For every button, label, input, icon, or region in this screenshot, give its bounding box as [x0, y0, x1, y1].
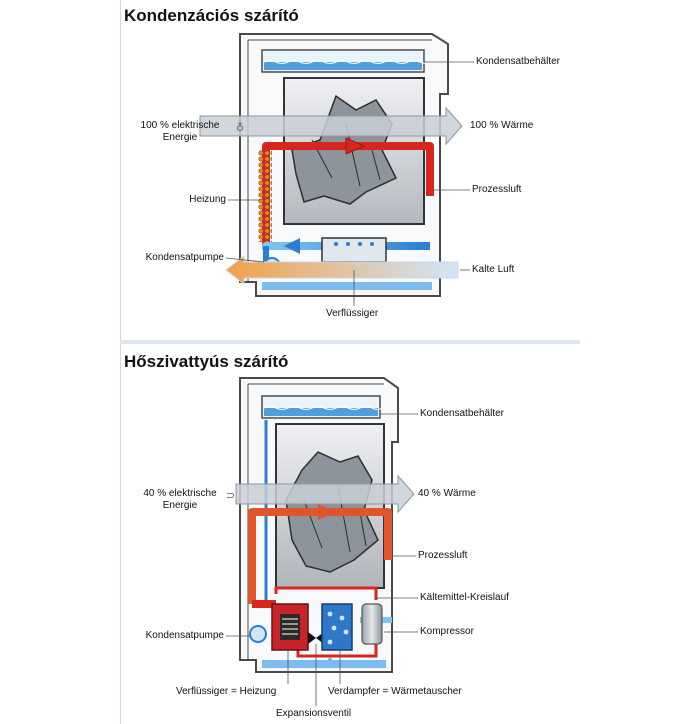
label-kompressor-2: Kompressor — [420, 626, 474, 637]
energy-arrow-1 — [199, 106, 463, 146]
evaporator-2 — [321, 603, 353, 666]
heater-coil — [258, 150, 272, 242]
bottom-water-2 — [262, 660, 386, 668]
label-prozessluft-1: Prozessluft — [472, 184, 522, 195]
label-waerme-1: 100 % Wärme — [470, 120, 534, 131]
label-kondensatbehaelter-1: Kondensatbehälter — [476, 56, 560, 67]
compressor-2 — [361, 603, 383, 645]
label-energie-1b: Energie — [162, 132, 198, 143]
label-heizung-1: Heizung — [189, 194, 226, 205]
label-kondensatpumpe-2: Kondensatpumpe — [145, 630, 224, 641]
bottom-water-1 — [262, 282, 432, 290]
condensate-tank-2 — [261, 395, 383, 419]
label-waerme-2: 40 % Wärme — [418, 488, 476, 499]
plug-icon: ⊃ — [226, 489, 235, 502]
label-energie-1a: 100 % elektrische — [140, 120, 220, 131]
label-energie-2b: Energie — [162, 500, 198, 511]
section1-title: Kondenzációs szárító — [124, 6, 299, 25]
leader-lines-2 — [226, 413, 418, 706]
label-kalte-luft-1: Kalte Luft — [472, 264, 515, 275]
page-left-border — [120, 0, 121, 724]
plug-icon: ♁ — [236, 121, 244, 134]
label-kondensatbehaelter-2: Kondensatbehälter — [420, 408, 504, 419]
energy-arrow-2 — [235, 474, 415, 514]
leader-lines-1 — [225, 61, 474, 306]
condensate-tank-1 — [261, 49, 431, 73]
label-verdampfer-2: Verdampfer = Wärmetauscher — [328, 686, 462, 697]
hot-air-loop-2 — [248, 504, 392, 608]
condenser-1 — [321, 237, 387, 274]
drum-2 — [275, 423, 385, 589]
label-energie-2a: 40 % elektrische — [143, 488, 217, 499]
section2-title: Hőszivattyús szárító — [124, 352, 289, 371]
section-separator — [120, 340, 580, 344]
refrigerant-circuit — [274, 586, 378, 658]
condensate-pump-2 — [249, 625, 267, 643]
label-verfluessiger-heizung-2: Verflüssiger = Heizung — [176, 686, 277, 697]
label-kaeltemittel-2: Kältemittel-Kreislauf — [420, 592, 509, 603]
condenser-heater-2 — [271, 603, 309, 651]
hot-air-loop-1 — [258, 137, 434, 250]
label-expansionsventil-2: Expansionsventil — [276, 708, 352, 719]
cold-air-arrow-1 — [225, 254, 459, 286]
label-kondensatpumpe-1: Kondensatpumpe — [145, 252, 224, 263]
label-verfluessiger-1: Verflüssiger — [326, 308, 379, 319]
label-prozessluft-2: Prozessluft — [418, 550, 468, 561]
